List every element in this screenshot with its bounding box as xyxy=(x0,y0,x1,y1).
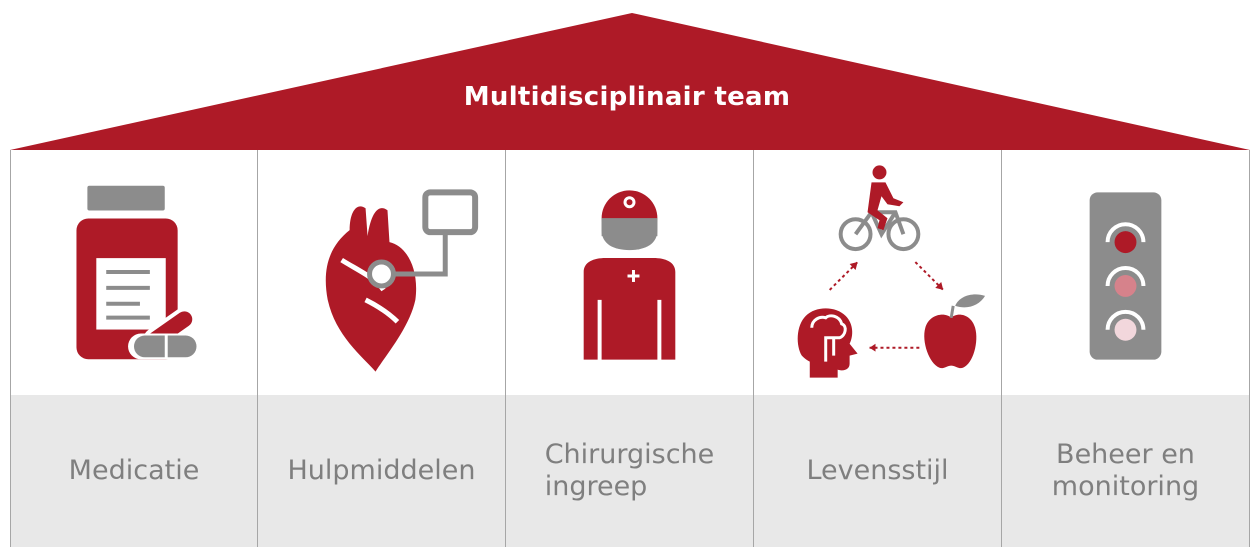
roof xyxy=(10,13,1250,150)
pillars: Medicatie Hulpmiddelen xyxy=(10,150,1250,547)
head-brain-icon xyxy=(797,308,858,378)
roof-title: Multidisciplinair team xyxy=(463,82,791,112)
apple-icon xyxy=(924,294,986,369)
medicine-bottle-pills-icon xyxy=(11,150,257,395)
label-area: Medicatie xyxy=(11,395,257,547)
label-area: Levensstijl xyxy=(754,395,1001,547)
label-area: Hulpmiddelen xyxy=(258,395,505,547)
pillar-label-levensstijl: Levensstijl xyxy=(806,455,949,486)
traffic-light-icon xyxy=(1002,150,1249,395)
label-area: Beheer en monitoring xyxy=(1002,395,1249,547)
heart-device-icon xyxy=(258,150,505,395)
label-area: Chirurgische ingreep xyxy=(506,395,753,547)
pillar-medicatie: Medicatie xyxy=(10,150,258,547)
pillar-label-medicatie: Medicatie xyxy=(68,455,200,486)
pillar-label-hulpmiddelen: Hulpmiddelen xyxy=(287,455,476,486)
surgeon-icon xyxy=(506,150,753,395)
pillar-beheer-en-monitoring: Beheer en monitoring xyxy=(1002,150,1250,547)
bicycle-icon xyxy=(838,165,921,252)
pillar-label-beheer-en-monitoring: Beheer en monitoring xyxy=(1051,439,1200,502)
pillar-chirurgische-ingreep: Chirurgische ingreep xyxy=(506,150,754,547)
lifestyle-cycle-icon xyxy=(754,150,1001,395)
pillar-levensstijl: Levensstijl xyxy=(754,150,1002,547)
pillar-hulpmiddelen: Hulpmiddelen xyxy=(258,150,506,547)
pillar-label-chirurgische-ingreep: Chirurgische ingreep xyxy=(544,439,715,502)
